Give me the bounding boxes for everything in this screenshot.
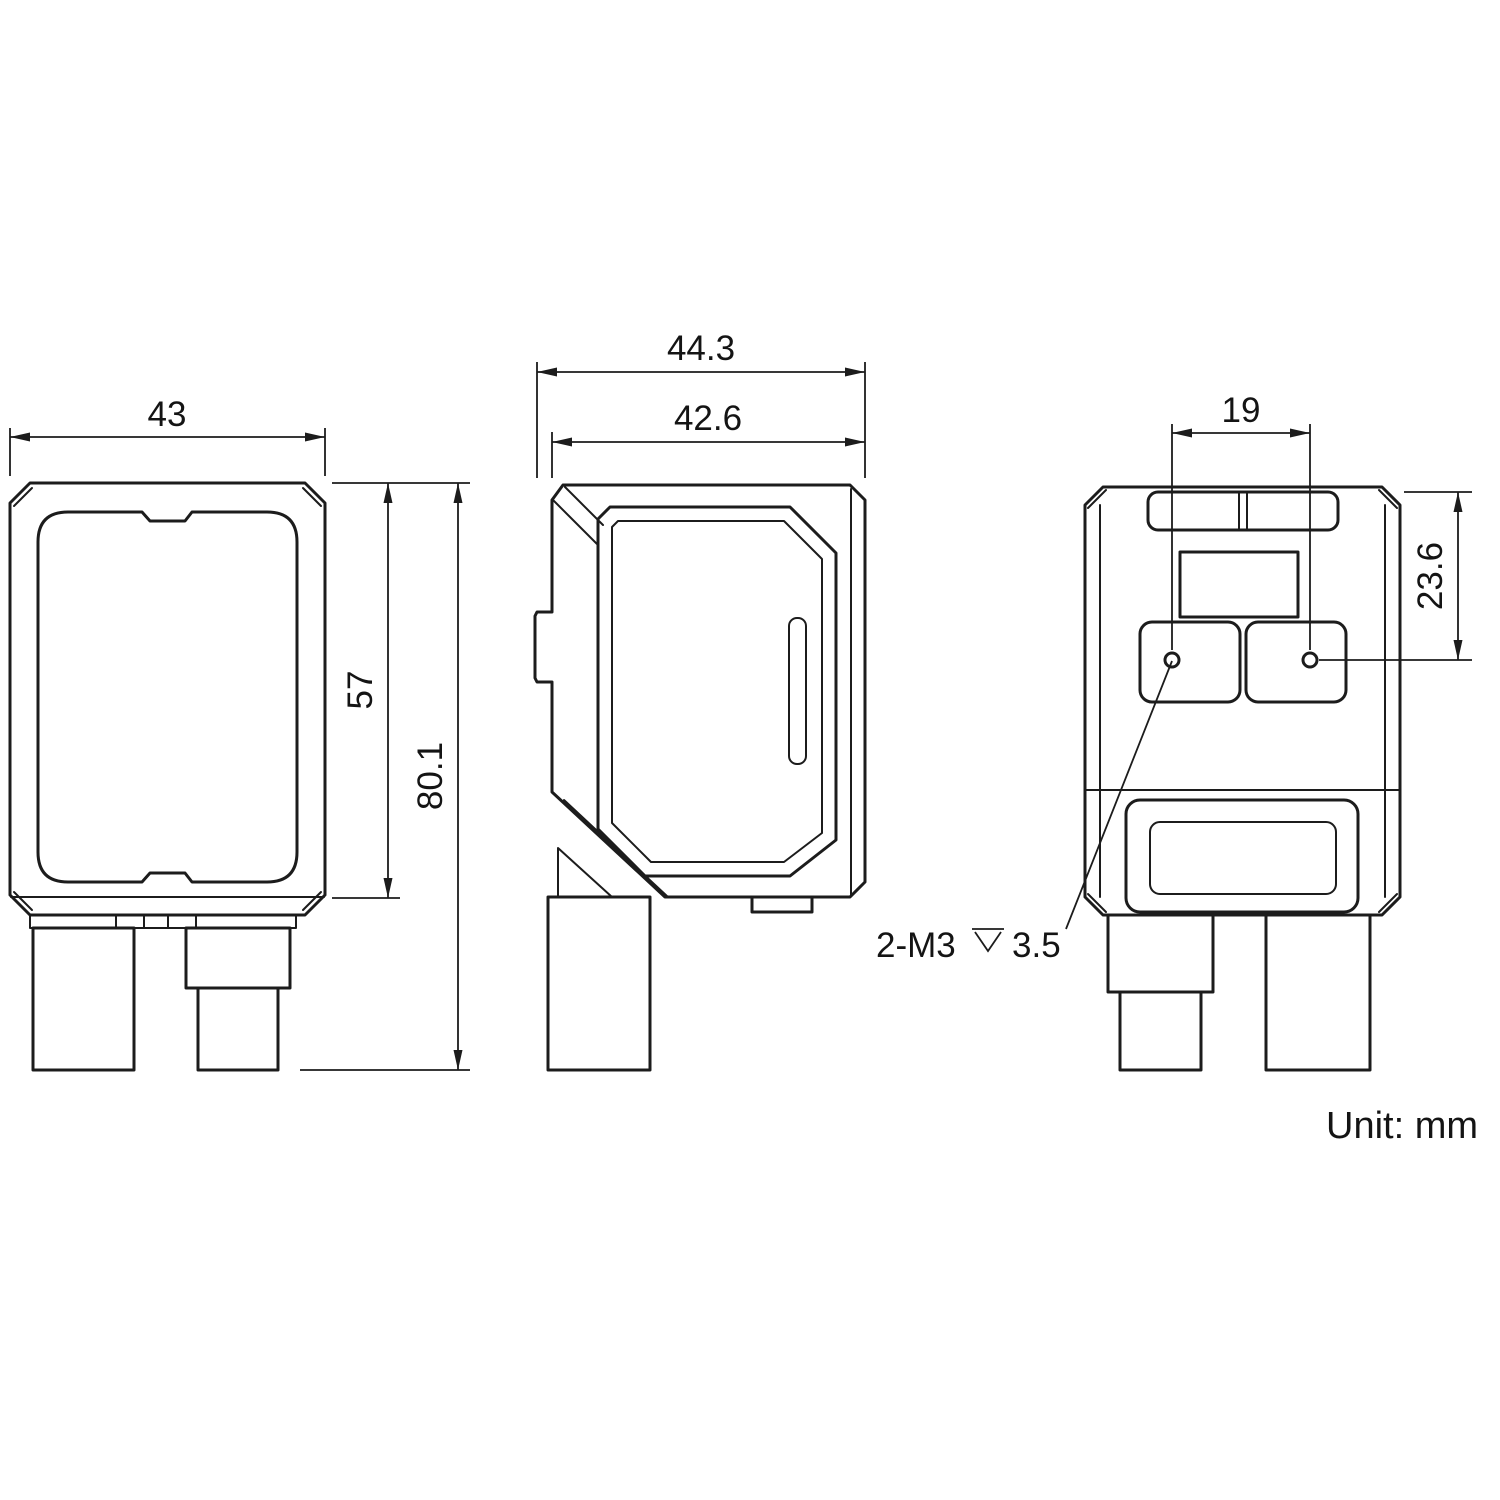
thread-callout-depth-value: 3.5 [1012,926,1061,965]
rear-dimensions: 19 23.6 2-M3 3.5 [876,391,1472,965]
rear-lower-housing [1124,798,1360,914]
rear-mount-hole-right [1301,651,1319,669]
rear-lower-housing-inner [1149,821,1337,895]
front-lens-window [36,510,299,884]
front-corner-accent [13,891,33,911]
side-slot [788,617,807,765]
front-right-connector-top [184,926,292,990]
side-corner-accent [552,499,598,545]
rear-corner-accent [1378,893,1398,913]
dim-front-total-height-label: 80.1 [411,742,450,810]
side-view [533,483,867,1072]
dim-front-width-label: 43 [148,395,187,434]
side-lens-panel-outer [596,505,838,878]
side-lens-panel-inner [611,520,823,863]
side-foot [750,895,814,914]
front-body-outline [8,481,327,917]
front-dimensions: 43 57 80.1 [9,395,470,1071]
rear-corner-accent [1087,893,1107,913]
rear-left-connector-top [1106,913,1215,994]
front-right-connector-barrel [196,986,280,1072]
rear-view [1083,485,1402,1072]
rear-body-outline [1083,485,1402,917]
side-corner-accent [564,486,604,526]
side-body-outline [533,483,867,899]
front-corner-accent [13,487,33,507]
rear-mount-pad-right [1244,620,1348,704]
side-connector [546,895,652,1072]
rear-mount-pad-left [1138,620,1242,704]
front-left-connector [31,926,136,1072]
dim-front-body-height-label: 57 [341,671,380,710]
front-base-tab [167,914,197,929]
rear-corner-accent [1087,489,1107,509]
side-dimensions: 44.3 42.6 [536,329,866,478]
rear-left-connector-barrel [1118,990,1203,1072]
callout-leader-line [1065,660,1173,930]
rear-top-slot [1146,490,1340,532]
rear-right-connector [1264,913,1372,1072]
front-view [8,481,327,1072]
thread-callout-prefix: 2-M3 [876,926,956,965]
dim-rear-hole-spacing-label: 19 [1222,391,1261,430]
dim-rear-hole-vertical-label: 23.6 [1411,542,1450,610]
rear-corner-accent [1378,489,1398,509]
rear-display-window [1178,550,1300,619]
unit-label: Unit: mm [1326,1105,1478,1147]
depth-symbol-icon [972,928,1004,953]
dim-side-total-depth-label: 44.3 [667,329,735,368]
side-wedge-triangle [557,847,613,898]
rear-mount-hole-left [1163,651,1181,669]
dim-side-body-depth-label: 42.6 [674,399,742,438]
front-corner-accent [302,487,322,507]
front-base-plate [29,914,297,929]
front-base-tab [115,914,145,929]
front-corner-accent [302,891,322,911]
